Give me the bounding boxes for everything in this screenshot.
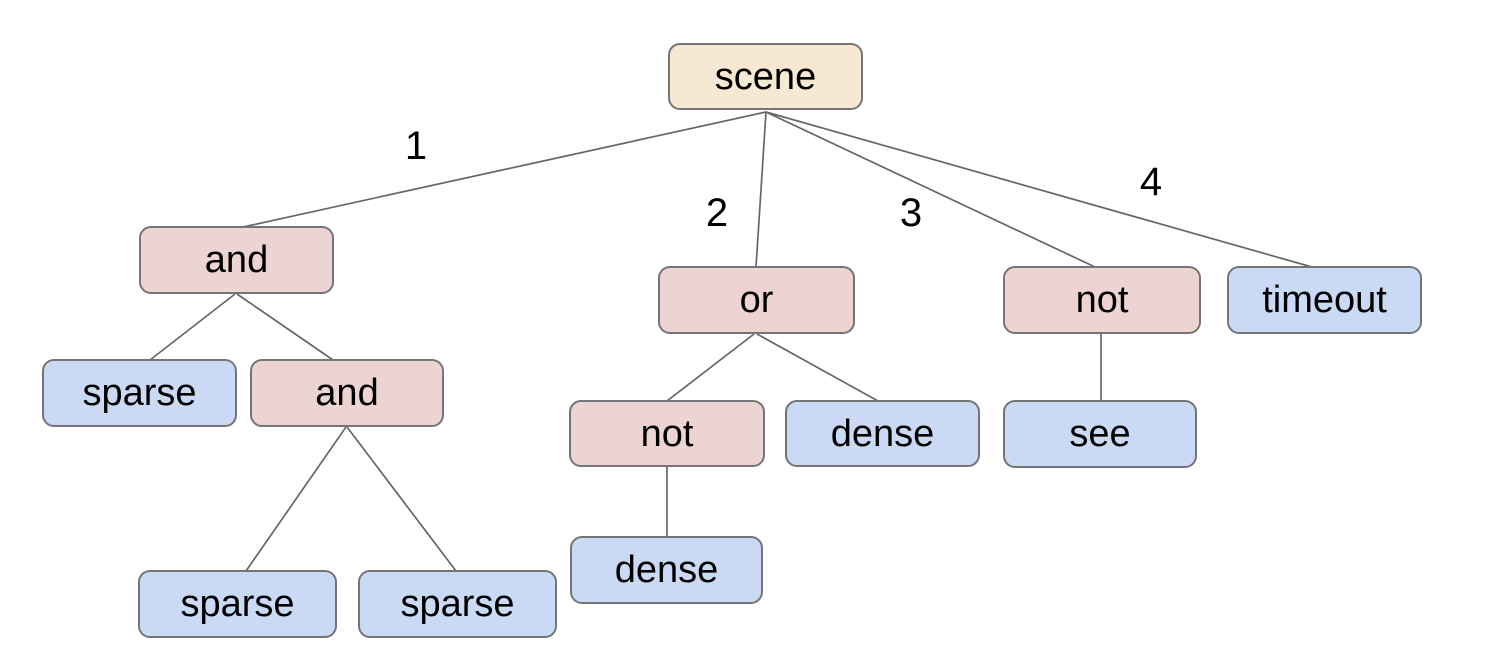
node-see: see — [1003, 400, 1197, 468]
node-not-1: not — [1003, 266, 1201, 334]
edge-scene-timeout — [765, 111, 1313, 268]
edge-label-4: 4 — [1139, 160, 1163, 204]
edge-or-dense — [756, 333, 879, 402]
edge-and-sparse — [149, 293, 236, 361]
node-sparse-3: sparse — [358, 570, 557, 638]
node-not-2: not — [569, 400, 765, 467]
node-and-1: and — [139, 226, 334, 294]
edge-label-1: 1 — [404, 124, 428, 168]
edge-and2-sparse2 — [346, 426, 457, 572]
edge-label-2: 2 — [705, 191, 729, 235]
node-dense-2: dense — [570, 536, 763, 604]
edge-scene-or — [755, 111, 767, 268]
node-sparse-2: sparse — [138, 570, 337, 638]
node-scene: scene — [668, 43, 863, 110]
edge-scene-not — [765, 111, 1096, 268]
node-dense-1: dense — [785, 400, 980, 467]
edge-or-not — [666, 333, 755, 402]
edge-scene-and — [242, 111, 767, 228]
edge-label-3: 3 — [899, 191, 923, 235]
edge-and-and — [236, 293, 334, 361]
node-timeout: timeout — [1227, 266, 1422, 334]
node-sparse-1: sparse — [42, 359, 237, 427]
node-and-2: and — [250, 359, 444, 427]
edge-and2-sparse1 — [245, 426, 347, 572]
node-or: or — [658, 266, 855, 334]
